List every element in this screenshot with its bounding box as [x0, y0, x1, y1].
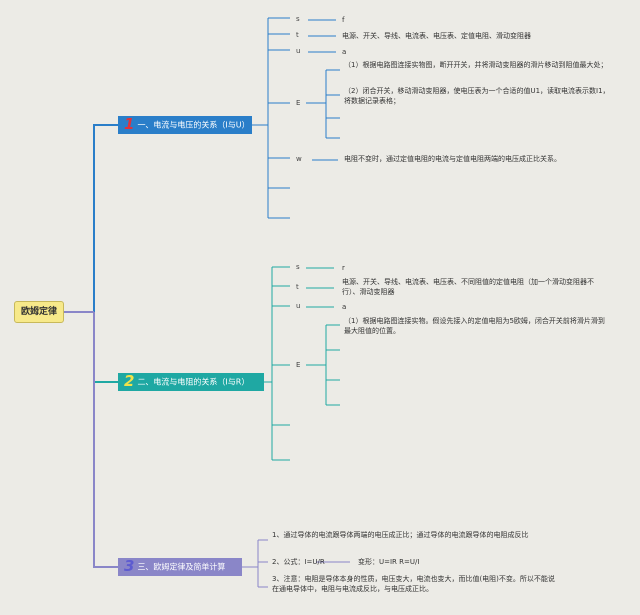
step-text: （1）根据电路图连接实物。假设先接入的定值电阻为5欧姆，闭合开关前将滑片滑到最大…	[344, 317, 605, 335]
item-text: r	[342, 264, 345, 272]
law-statement: 1、通过导体的电流跟导体两端的电压成正比；通过导体的电流跟导体的电阻成反比	[272, 531, 529, 539]
item-key: s	[296, 263, 300, 271]
item-text: 电源、开关、导线、电流表、电压表、定值电阻、滑动变阻器	[342, 32, 531, 40]
item-key: t	[296, 31, 299, 39]
branch-number: 2	[124, 372, 135, 390]
branch-label: 三、欧姆定律及简单计算	[137, 562, 226, 572]
root-node[interactable]: 欧姆定律	[14, 301, 64, 323]
item-key: u	[296, 47, 301, 55]
item-text: a	[342, 303, 347, 311]
formula-variant: 变形：U=IR R=U/I	[358, 558, 420, 566]
item-key: E	[296, 361, 301, 369]
item-key: E	[296, 99, 301, 107]
branch-number: 1	[124, 115, 135, 133]
item-text: 电源、开关、导线、电流表、电压表、不同阻值的定值电阻（加一个滑动变阻器不行）、滑…	[342, 278, 594, 296]
formula-text: 2、公式：I=U/R	[272, 558, 325, 566]
item-key: t	[296, 283, 299, 291]
note-text: 3、注意：电阻是导体本身的性质，电压变大，电流也变大，而比值(电阻)不变。所以不…	[272, 575, 555, 593]
step-text: （1）根据电路图连接实物图，断开开关，并将滑动变阻器的滑片移动到阻值最大处；	[344, 61, 608, 69]
item-text: 电阻不变时，通过定值电阻的电流与定值电阻两端的电压成正比关系。	[344, 155, 561, 163]
branch-label: 二、电流与电阻的关系（I与R）	[137, 377, 250, 387]
branch-number: 3	[124, 557, 135, 575]
branch-label: 一、电流与电压的关系（I与U）	[137, 120, 250, 130]
step-text: （2）闭合开关，移动滑动变阻器，使电压表为一个合适的值U1，读取电流表示数I1，…	[344, 87, 610, 105]
item-text: f	[342, 16, 345, 24]
item-key: w	[296, 155, 302, 163]
item-key: u	[296, 302, 301, 310]
item-text: a	[342, 48, 347, 56]
item-key: s	[296, 15, 300, 23]
